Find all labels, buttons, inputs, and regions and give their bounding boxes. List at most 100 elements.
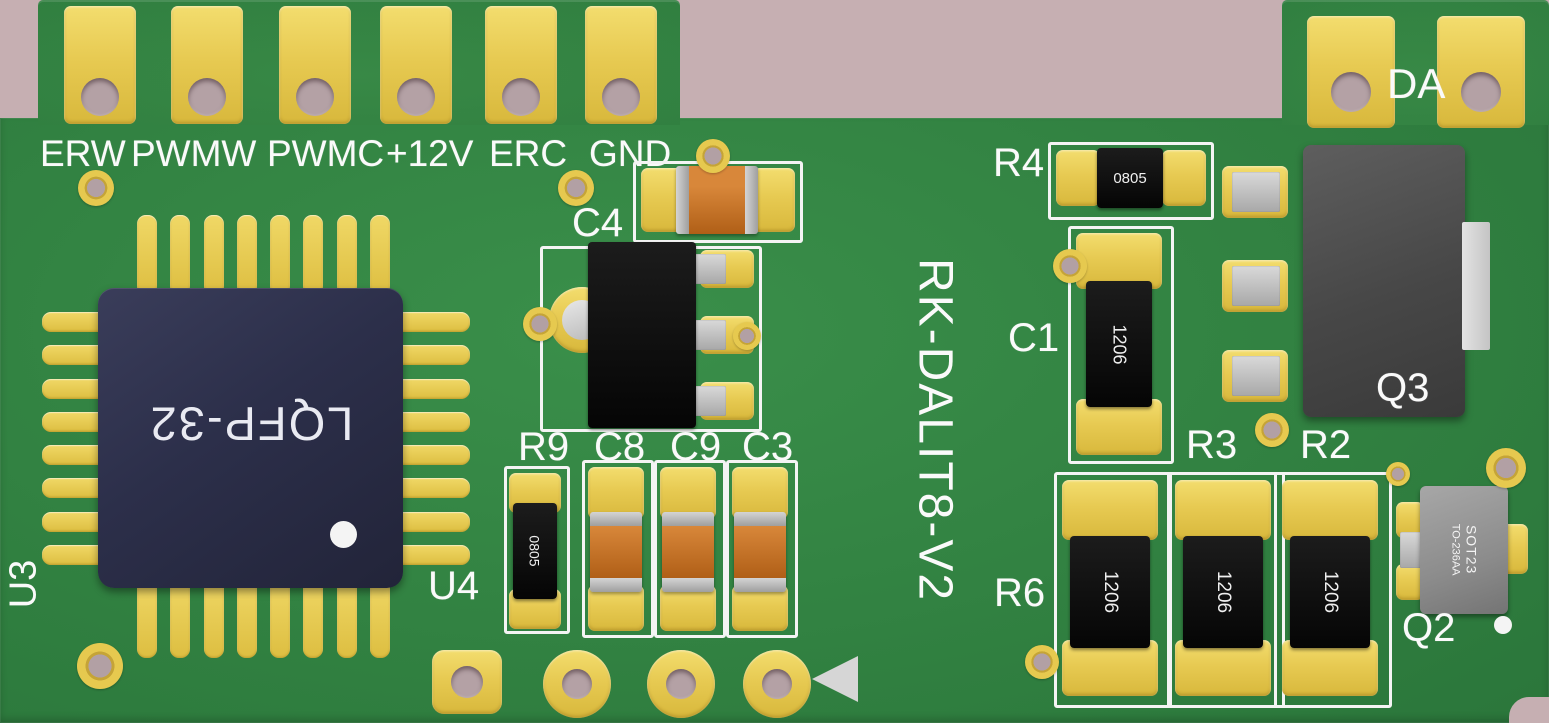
capacitor-terminal [734, 512, 786, 526]
da-pad-left [1307, 16, 1395, 128]
resistor-body-r9: 0805 [513, 503, 557, 599]
smd-pad [1062, 640, 1158, 696]
ic-pin [203, 215, 224, 295]
capacitor-terminal [662, 578, 714, 592]
via [558, 170, 594, 206]
ic-pin [303, 578, 324, 658]
ic-pins-top [137, 215, 390, 295]
silkscreen-outline-r6 [1054, 472, 1172, 708]
mounting-pad-round [743, 650, 811, 718]
smd-pad [732, 467, 788, 519]
resistor-marking: 1206 [1100, 570, 1121, 614]
pad-hole [562, 669, 592, 699]
via [78, 170, 114, 206]
pad-hole [1461, 72, 1501, 112]
via [1486, 448, 1526, 488]
smd-pad [1062, 480, 1158, 540]
da-pad-right [1437, 16, 1525, 128]
pin-label-pwmc: PWMC [267, 133, 385, 174]
ic-pin [170, 215, 191, 295]
capacitor-ceramic [734, 526, 786, 578]
designator-r2: R2 [1300, 423, 1352, 467]
connector-pad-erc [485, 6, 557, 124]
component-lead [1232, 266, 1280, 306]
ic-pin [395, 312, 470, 332]
ic-pin [270, 578, 291, 658]
smd-pad [732, 585, 788, 631]
ic-pin [395, 445, 470, 466]
ic-pin [170, 578, 191, 658]
pad-hole [1331, 72, 1371, 112]
smd-pad [1175, 480, 1271, 540]
pad-hole [296, 78, 334, 116]
component-lead [1232, 356, 1280, 396]
pin1-dot [330, 521, 357, 548]
lqfp32-ic-marking: LQFP-32 [148, 397, 354, 451]
ic-pin [395, 511, 470, 532]
pad-hole [666, 669, 696, 699]
capacitor-terminal [590, 512, 642, 526]
capacitor-ceramic [662, 526, 714, 578]
ic-pin [395, 411, 470, 432]
regulator-body [588, 242, 696, 428]
da-label: DA [1387, 60, 1446, 107]
board-corner-cutout [1509, 697, 1549, 723]
smd-pad [1076, 233, 1162, 289]
q2-marking-line1: SOT23 [1463, 525, 1480, 575]
resistor-marking: 0805 [1113, 169, 1147, 187]
ic-pin [395, 478, 470, 499]
smd-pad [1056, 150, 1100, 206]
ic-pins-right [395, 312, 470, 565]
ic-pin [203, 578, 224, 658]
designator-r3: R3 [1186, 423, 1238, 467]
silkscreen-outline-c3 [726, 460, 798, 638]
via [523, 307, 557, 341]
smd-pad [1396, 564, 1424, 600]
pin-label-erw: ERW [40, 133, 126, 174]
mounting-pad-square [432, 650, 502, 714]
ic-pins-bottom [137, 578, 390, 658]
silkscreen-outline-r2 [1274, 472, 1392, 708]
via [1053, 249, 1087, 283]
silkscreen-outline-c9 [654, 460, 726, 638]
designator-u3: U3 [2, 559, 45, 609]
via [1255, 413, 1289, 447]
capacitor-body-c9 [662, 512, 714, 592]
capacitor-terminal [590, 578, 642, 592]
smd-pad [1076, 399, 1162, 455]
resistor-marking: 0805 [527, 535, 543, 567]
designator-r4: R4 [993, 141, 1045, 185]
ic-pin [236, 578, 257, 658]
resistor-marking: 1206 [1213, 570, 1234, 614]
ic-pin [395, 544, 470, 565]
mounting-pad-round [543, 650, 611, 718]
via [77, 643, 123, 689]
ic-pin [303, 215, 324, 295]
ic-pin [395, 345, 470, 366]
pin-label-pwmw: PWMW [131, 133, 257, 174]
smd-pad [588, 585, 644, 631]
silkscreen-outline-r4 [1048, 142, 1214, 220]
capacitor-terminal [662, 512, 714, 526]
transistor-body-q3 [1303, 145, 1465, 417]
resistor-marking: 1206 [1320, 570, 1341, 614]
resistor-body-r6: 1206 [1070, 536, 1150, 648]
connector-pad-gnd [585, 6, 657, 124]
designator-r6: R6 [994, 571, 1046, 615]
smd-pad [1162, 150, 1206, 206]
transistor-body-q2: SOT23 TO-236AA [1420, 486, 1508, 614]
ic-pin [369, 215, 390, 295]
silkscreen-outline-r3 [1167, 472, 1285, 708]
ic-pin [236, 215, 257, 295]
silkscreen-dot [1494, 616, 1512, 634]
pad-hole [762, 669, 792, 699]
transistor-marking-q2: SOT23 TO-236AA [1448, 524, 1480, 576]
pin-label-12v: +12V [386, 133, 474, 174]
ic-pin [369, 578, 390, 658]
via [1025, 645, 1059, 679]
ic-pin [137, 215, 157, 295]
designator-q2: Q2 [1402, 606, 1456, 650]
ic-pin [336, 578, 357, 658]
silkscreen-outline-c1 [1068, 226, 1174, 464]
connector-pad-pwmc [279, 6, 351, 124]
